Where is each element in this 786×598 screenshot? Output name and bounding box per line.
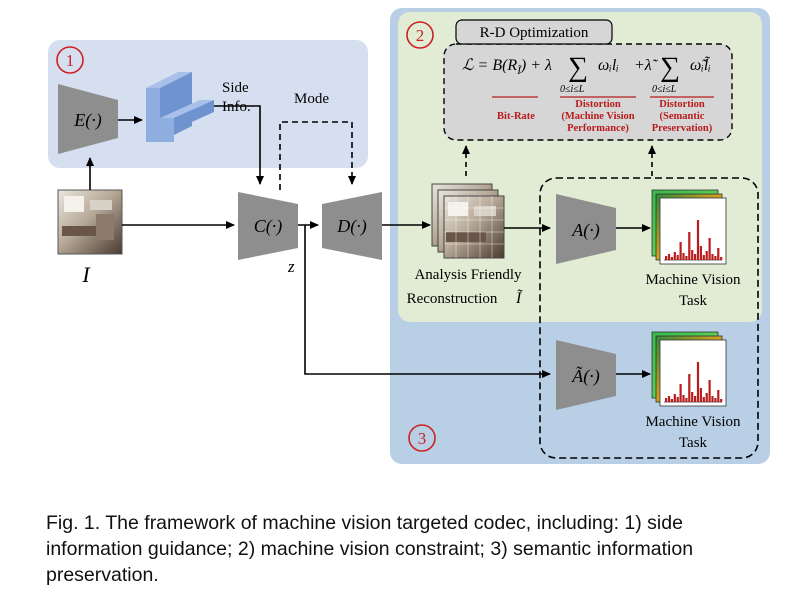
input-image-label: I [81, 262, 91, 287]
bitrate-label: Bit-Rate [497, 111, 535, 122]
histogram-bar [702, 397, 705, 402]
distortion-2-label-line1: Distortion [659, 99, 705, 110]
histogram-bar [717, 390, 720, 402]
task-2-label-line2: Task [679, 435, 708, 451]
figure-caption: Fig. 1. The framework of machine vision … [46, 512, 694, 586]
histogram-bar [682, 253, 685, 260]
arrow-latent-to-analysis-tilde [304, 225, 551, 378]
histogram-bar [694, 254, 697, 260]
histogram-bar [670, 399, 673, 402]
task-2-histogram [665, 362, 723, 402]
latent-z-label: z [287, 257, 295, 276]
sum-symbol-1: ∑ [568, 52, 588, 83]
svg-text:A(·): A(·) [571, 220, 599, 241]
codec-block: C(·) [238, 192, 298, 260]
rd-loss-formula: ℒ = B(RĨ) + λ ∑ 0≤i≤L ωᵢlᵢ +λ̃ ∑ 0≤i≤L ω… [462, 52, 711, 95]
histogram-bar [708, 380, 711, 402]
histogram-bar [676, 255, 679, 260]
task-1-label-line1: Machine Vision [645, 272, 741, 288]
svg-text:Ã(·): Ã(·) [571, 366, 599, 387]
distortion-2-label-line3: Preservation) [652, 123, 713, 134]
rd-optimization-title: R-D Optimization [480, 25, 589, 41]
svg-text:E(·): E(·) [73, 110, 101, 131]
formula-term-1: ωᵢlᵢ [598, 57, 619, 74]
distortion-1-label-line3: Performance) [567, 123, 629, 134]
histogram-bar [714, 256, 717, 260]
histogram-bar [696, 362, 700, 402]
histogram-bar [699, 246, 702, 260]
histogram-bar [665, 398, 668, 402]
analysis-block: A(·) [556, 194, 616, 264]
sum-index-1: 0≤i≤L [560, 84, 585, 95]
distortion-1-label-line2: (Machine Vision [561, 111, 634, 122]
histogram-bar [682, 395, 685, 402]
reconstruction-symbol: Ĩ [515, 289, 523, 307]
task-1-label-line2: Task [679, 293, 708, 309]
formula-term-2: ω̃ᵢl̃ᵢ [690, 56, 711, 74]
histogram-bar [702, 255, 705, 260]
histogram-bar [691, 250, 694, 260]
formula-lhs: ℒ = B(RĨ) + λ [462, 57, 552, 77]
histogram-bar [691, 392, 694, 402]
decoder-block: D(·) [322, 192, 382, 260]
histogram-bar [711, 254, 714, 260]
histogram-bar [694, 396, 697, 402]
side-info-label-line2: Info. [222, 99, 251, 115]
histogram-bar [676, 397, 679, 402]
histogram-bar [673, 252, 676, 260]
histogram-bar [708, 238, 711, 260]
histogram-bar [717, 248, 720, 260]
histogram-bar [688, 374, 691, 402]
analysis-tilde-block: Ã(·) [556, 340, 616, 410]
task-1-histogram [665, 220, 723, 260]
reconstruction-image-stack [431, 183, 505, 259]
rd-optimization-title-tab [455, 19, 613, 45]
svg-text:1: 1 [66, 51, 75, 70]
svg-text:2: 2 [416, 26, 425, 45]
histogram-bar [685, 256, 688, 260]
sum-index-2: 0≤i≤L [652, 84, 677, 95]
reconstruction-label-line1: Analysis Friendly [414, 267, 522, 283]
histogram-bar [705, 251, 708, 260]
machine-vision-tasks-dashed-box [539, 177, 759, 459]
region-3-number-badge: 3 [408, 424, 436, 452]
task-2-label-line1: Machine Vision [645, 414, 741, 430]
region-1-number-badge: 1 [56, 46, 84, 74]
histogram-bar [714, 398, 717, 402]
encoder-block: E(·) [58, 84, 118, 154]
distortion-2-label-line2: (Semantic [660, 111, 705, 122]
svg-text:3: 3 [418, 429, 427, 448]
histogram-bar [665, 256, 668, 260]
histogram-bar [699, 388, 702, 402]
side-info-feature-cube-icon [146, 72, 214, 142]
arrow-mode-codec-to-decoder [279, 121, 356, 190]
input-image-thumbnail [57, 189, 123, 255]
mode-label: Mode [294, 91, 329, 107]
machine-vision-task-2-thumbnail [651, 331, 727, 407]
histogram-bar [696, 220, 700, 260]
region-2-number-badge: 2 [406, 21, 434, 49]
histogram-bar [720, 257, 723, 260]
svg-text:D(·): D(·) [336, 216, 367, 237]
arrow-side-info-to-codec [214, 105, 264, 185]
histogram-bar [670, 257, 673, 260]
histogram-bar [711, 396, 714, 402]
svg-text:C(·): C(·) [254, 216, 283, 237]
sum-symbol-2: ∑ [660, 52, 680, 83]
machine-vision-task-1-thumbnail [651, 189, 727, 265]
histogram-bar [705, 393, 708, 402]
histogram-bar [679, 242, 682, 260]
histogram-bar [688, 232, 691, 260]
histogram-bar [673, 394, 676, 402]
histogram-bar [685, 398, 688, 402]
histogram-bar [667, 254, 671, 260]
side-info-label-line1: Side [222, 80, 249, 96]
distortion-1-label-line1: Distortion [575, 99, 621, 110]
histogram-bar [720, 399, 723, 402]
reconstruction-label-line2: Reconstruction [407, 291, 498, 307]
histogram-bar [667, 396, 671, 402]
histogram-bar [679, 384, 682, 402]
